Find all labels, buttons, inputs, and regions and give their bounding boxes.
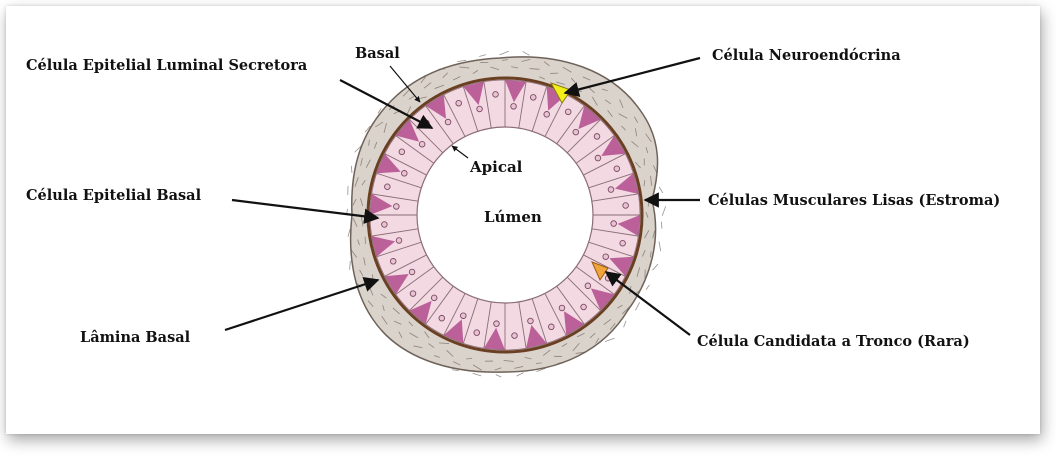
cell-nucleus [394, 204, 400, 210]
cell-nucleus [409, 269, 415, 275]
cell-nucleus [620, 240, 626, 246]
stroma-fiber [500, 51, 509, 55]
stroma-fiber [653, 264, 658, 270]
stroma-fiber [452, 370, 459, 371]
stroma-fiber [457, 60, 466, 61]
cell-nucleus [419, 141, 425, 147]
cell-nucleus [382, 222, 388, 228]
cell-nucleus [623, 203, 629, 209]
cell-nucleus [595, 155, 601, 161]
cell-nucleus [565, 109, 571, 115]
stroma-fiber [605, 338, 614, 341]
cell-nucleus [399, 149, 405, 155]
stroma-fiber [635, 302, 639, 310]
cell-nucleus [431, 295, 437, 301]
cell-nucleus [460, 313, 466, 319]
cell-nucleus [385, 184, 391, 190]
cell-nucleus [603, 254, 609, 260]
cell-nucleus [573, 129, 579, 135]
stroma-fiber [624, 321, 626, 328]
stroma-fiber [350, 261, 351, 270]
label-neuroendocrine: Célula Neuroendócrina [712, 47, 901, 64]
cell-nucleus [511, 104, 517, 110]
stroma-fiber [659, 187, 663, 193]
cell-nucleus [549, 324, 555, 330]
cell-nucleus [401, 170, 407, 176]
cell-nucleus [585, 283, 591, 289]
cell-nucleus [474, 330, 480, 336]
stroma-fiber [351, 166, 352, 173]
stroma-fiber [479, 55, 486, 57]
cell-nucleus [594, 134, 600, 140]
label-luminal-secretory: Célula Epitelial Luminal Secretora [26, 57, 308, 74]
cell-nucleus [544, 111, 550, 117]
cell-nucleus [396, 238, 402, 244]
cell-nucleus [494, 321, 500, 327]
label-stem-candidate: Célula Candidata a Tronco (Rara) [697, 333, 970, 350]
stroma-fiber [496, 375, 501, 377]
cell-nucleus [456, 100, 462, 106]
label-basal-lamina: Lâmina Basal [80, 329, 191, 346]
cell-nucleus [611, 221, 617, 227]
cell-nucleus [493, 92, 499, 98]
stroma-fiber [473, 373, 482, 376]
cell-nucleus [559, 305, 565, 311]
stroma-fiber [662, 206, 665, 215]
cell-nucleus [614, 166, 620, 172]
cell-nucleus [410, 291, 416, 297]
arrow-basal-lamina [225, 280, 378, 330]
cell-nucleus [581, 304, 587, 310]
cell-nucleus [445, 119, 451, 125]
label-basal-top: Basal [355, 45, 400, 62]
label-lumen: Lúmen [484, 208, 542, 226]
cell-nucleus [608, 187, 614, 193]
cell-nucleus [530, 95, 536, 101]
stroma-fiber [646, 285, 649, 290]
cell-nucleus [512, 333, 518, 339]
cell-nucleus [477, 106, 483, 112]
label-smooth-muscle: Células Musculares Lisas (Estroma) [708, 192, 1000, 209]
cell-nucleus [439, 315, 445, 321]
stroma-fiber [523, 51, 530, 55]
label-apical: Apical [469, 158, 523, 176]
stroma-fiber [517, 372, 524, 376]
cell-nucleus [390, 259, 396, 265]
stroma-fiber [348, 229, 350, 237]
cell-nucleus [528, 318, 534, 324]
label-basal-epithelial: Célula Epitelial Basal [26, 187, 202, 204]
stroma-fiber [659, 241, 661, 251]
